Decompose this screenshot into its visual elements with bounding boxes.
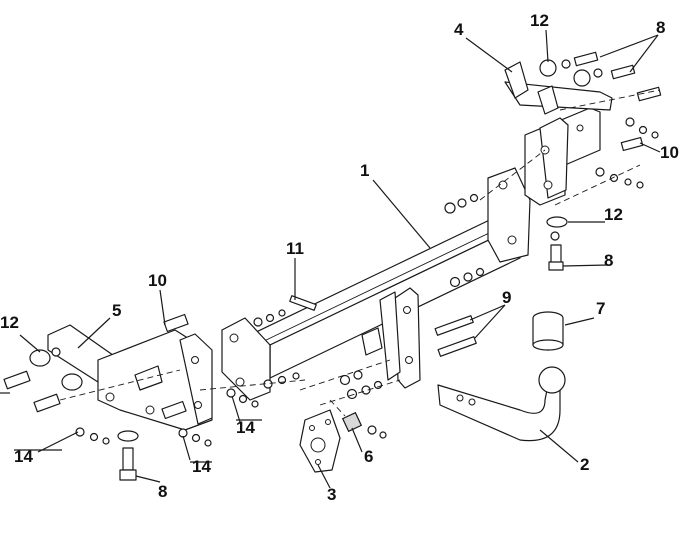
callout-4: 4 — [454, 20, 464, 39]
callout-12-right: 12 — [604, 205, 623, 224]
center-fasteners — [299, 267, 485, 406]
callout-6: 6 — [364, 447, 373, 466]
crossbar-right-plate — [487, 167, 531, 263]
callout-3: 3 — [327, 485, 336, 504]
callout-1: 1 — [360, 161, 369, 180]
ball-cover — [532, 311, 564, 351]
crossbar-left-plate — [221, 317, 271, 401]
callout-14-left: 14 — [14, 447, 33, 466]
tow-ball-neck — [437, 366, 566, 442]
center-bracket — [361, 287, 421, 389]
callout-11: 11 — [286, 239, 304, 258]
callout-10-right: 10 — [660, 143, 679, 162]
callout-9: 9 — [502, 288, 511, 307]
right-fasteners — [444, 51, 662, 271]
callout-8-top-right: 8 — [656, 18, 665, 37]
callout-12-top-right: 12 — [530, 11, 549, 30]
socket-plate — [299, 409, 341, 473]
callout-8-bottom-left: 8 — [158, 482, 167, 501]
callout-12-left: 12 — [0, 313, 19, 332]
spring-bolt — [329, 399, 387, 439]
callout-10-left: 10 — [148, 271, 167, 290]
callout-2: 2 — [580, 455, 589, 474]
callout-8-right: 8 — [604, 251, 613, 270]
callout-14-middle: 14 — [192, 457, 211, 476]
leader-lines — [0, 29, 661, 489]
left-fasteners — [3, 295, 317, 481]
callout-5: 5 — [112, 301, 121, 320]
callout-14-right: 14 — [236, 418, 255, 437]
callout-7: 7 — [596, 299, 605, 318]
